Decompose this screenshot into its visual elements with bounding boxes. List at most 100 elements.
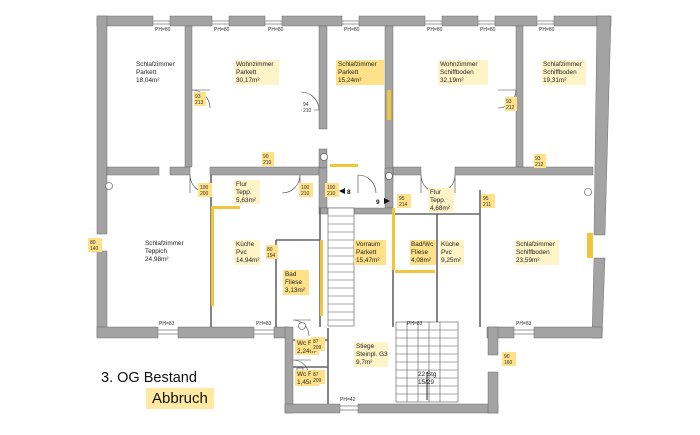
svg-text:24,98m²: 24,98m²: [145, 256, 168, 263]
svg-text:200: 200: [200, 191, 209, 197]
marker-arrow-left: [339, 188, 345, 194]
main-stair: [327, 207, 355, 327]
room-label-10: Bad Fliese 3,13m²: [283, 270, 309, 295]
room-label-1: Schlafzimmer Parkett 18,04m²: [136, 61, 176, 84]
svg-text:Steinpl. G3: Steinpl. G3: [356, 351, 388, 358]
svg-text:100: 100: [301, 185, 310, 191]
room-label-5: Schlafzimmer Schiffboden 19,31m²: [542, 60, 586, 85]
svg-text:94: 94: [303, 102, 309, 108]
svg-text:Schiffboden: Schiffboden: [440, 69, 474, 76]
svg-text:Schlafzimmer: Schlafzimmer: [145, 240, 185, 247]
svg-text:140: 140: [90, 246, 99, 252]
svg-text:PH=83: PH=83: [159, 321, 175, 327]
svg-text:95: 95: [399, 196, 405, 202]
svg-text:Flur: Flur: [430, 189, 442, 196]
room-label-8: Schlafzimmer Teppich 24,98m²: [145, 240, 185, 263]
svg-text:PH=42: PH=42: [340, 397, 356, 403]
room-label-12: Bad/Wc Fliese 4,08m²: [410, 240, 436, 265]
svg-text:2,24m²: 2,24m²: [297, 348, 317, 355]
svg-text:210: 210: [303, 108, 312, 114]
svg-text:80: 80: [267, 247, 273, 253]
svg-text:PH=80: PH=80: [155, 27, 171, 33]
stair-label: 22 Stg 15/29: [418, 371, 437, 386]
svg-text:Bad/Wc: Bad/Wc: [411, 241, 434, 248]
svg-text:Fliese: Fliese: [285, 279, 302, 286]
room-label-13: Küche Pvc 9,25m²: [440, 240, 464, 265]
svg-text:23,59m²: 23,59m²: [516, 257, 539, 264]
svg-text:Tepp.: Tepp.: [236, 189, 252, 196]
svg-text:160: 160: [504, 360, 513, 366]
svg-text:Teppich: Teppich: [145, 248, 167, 255]
svg-text:15,47m²: 15,47m²: [356, 257, 379, 264]
svg-text:PH=80: PH=80: [539, 27, 555, 33]
svg-text:3,13m²: 3,13m²: [285, 287, 305, 294]
svg-text:Parkett: Parkett: [136, 69, 156, 76]
svg-text:4,68m²: 4,68m²: [430, 205, 450, 212]
stairwell: [395, 321, 459, 403]
svg-text:15,24m²: 15,24m²: [338, 77, 361, 84]
room-label-11: Vorraum Parkett 15,47m²: [354, 240, 386, 265]
drawing-title: 3. OG Bestand: [101, 370, 197, 386]
svg-text:214: 214: [399, 202, 408, 208]
svg-text:210: 210: [301, 191, 310, 197]
window-symbols: [153, 20, 554, 411]
svg-text:100: 100: [327, 185, 336, 191]
svg-text:90: 90: [263, 154, 269, 160]
svg-text:93: 93: [506, 99, 512, 105]
sill-heights: PH=80 PH=80 PH=80 PH=80 PH=80 PH=80 PH=8…: [155, 27, 555, 403]
svg-text:Schiffboden: Schiffboden: [516, 249, 550, 256]
room-label-2: Wohnzimmer Parkett 30,17m²: [235, 60, 279, 85]
svg-text:PH=83: PH=83: [256, 321, 272, 327]
room-label-3: Schlafzimmer Parkett 15,24m²: [336, 60, 384, 85]
svg-text:Pvc: Pvc: [236, 249, 247, 256]
svg-text:100: 100: [200, 185, 209, 191]
svg-text:PH=83: PH=83: [516, 321, 532, 327]
svg-text:22 Stg: 22 Stg: [418, 371, 437, 378]
svg-text:90: 90: [504, 354, 510, 360]
svg-text:Wc Fl.: Wc Fl.: [297, 340, 315, 347]
svg-text:Stiege: Stiege: [356, 343, 375, 350]
svg-text:18,04m²: 18,04m²: [136, 77, 159, 84]
svg-text:95: 95: [483, 196, 489, 202]
room-label-17: Stiege Steinpl. G3 9,7m²: [354, 342, 388, 367]
drawing-subtitle: Abbruch: [146, 388, 214, 409]
svg-text:Wohnzimmer: Wohnzimmer: [236, 61, 274, 68]
svg-text:87: 87: [313, 339, 319, 345]
svg-text:209: 209: [313, 378, 322, 384]
svg-text:15/29: 15/29: [418, 379, 434, 386]
svg-text:212: 212: [535, 162, 544, 168]
svg-text:4,08m²: 4,08m²: [411, 257, 431, 264]
svg-text:PH=80: PH=80: [268, 27, 284, 33]
svg-text:Tepp.: Tepp.: [430, 197, 446, 204]
svg-text:PH=80: PH=80: [214, 27, 230, 33]
svg-text:Parkett: Parkett: [356, 249, 376, 256]
svg-text:32,19m²: 32,19m²: [440, 77, 463, 84]
svg-text:Küche: Küche: [236, 241, 255, 248]
svg-text:PH=80: PH=80: [344, 27, 360, 33]
svg-text:210: 210: [263, 160, 272, 166]
svg-text:5,63m²: 5,63m²: [236, 197, 256, 204]
svg-text:80: 80: [90, 240, 96, 246]
svg-text:93: 93: [195, 94, 201, 100]
svg-text:Parkett: Parkett: [236, 69, 256, 76]
svg-text:213: 213: [195, 100, 204, 106]
section-markers: 8 9: [339, 188, 390, 206]
svg-text:PH=80: PH=80: [427, 27, 443, 33]
svg-text:Schlafzimmer: Schlafzimmer: [136, 61, 176, 68]
svg-text:Schlafzimmer: Schlafzimmer: [338, 61, 378, 68]
svg-text:Wohnzimmer: Wohnzimmer: [440, 61, 478, 68]
svg-text:Wc Fl.: Wc Fl.: [297, 371, 315, 378]
